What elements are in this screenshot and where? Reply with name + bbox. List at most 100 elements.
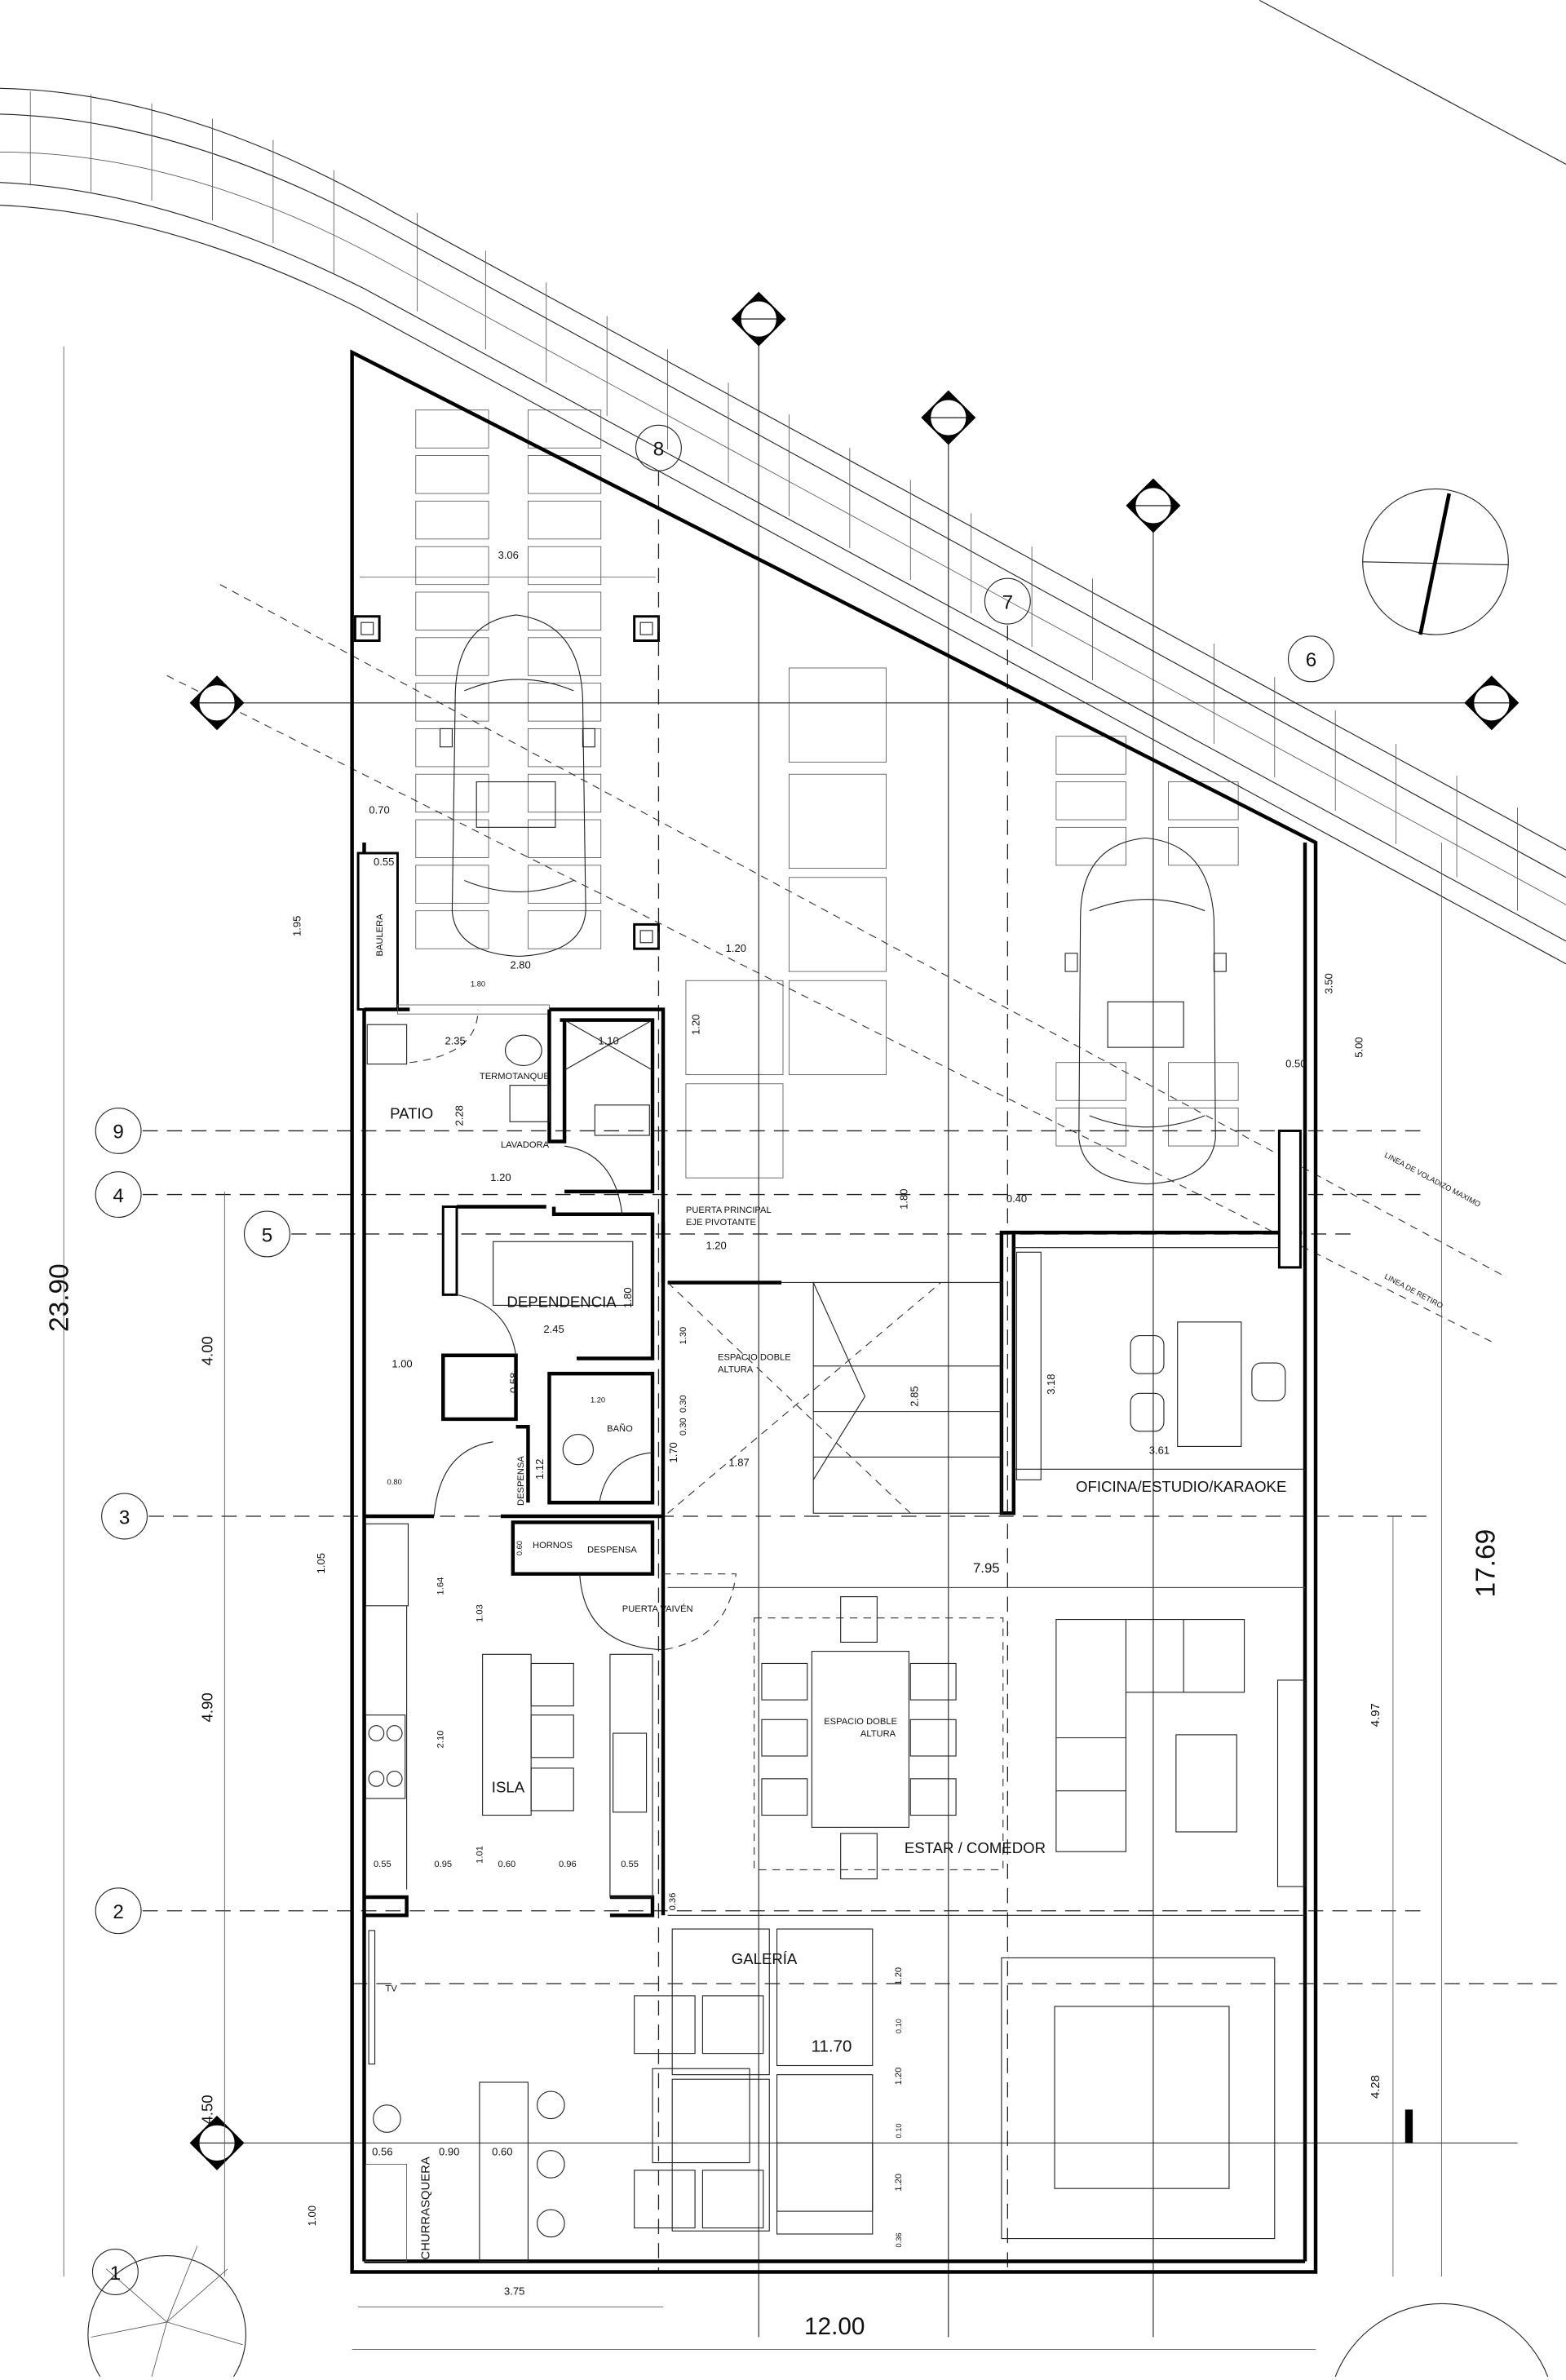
dimension-labels: 3.060.700.551.952.801.801.201.202.352.28…: [45, 549, 1502, 2340]
label-isla: ISLA: [492, 1779, 525, 1796]
dimension-label: 0.96: [559, 1860, 577, 1869]
note-doble-altura-stair-1: ESPACIO DOBLE: [718, 1352, 791, 1362]
dimension-label: 1.05: [315, 1553, 327, 1573]
dimension-label: 2.28: [453, 1105, 465, 1126]
dimension-label: 0.55: [374, 856, 394, 868]
note-doble-altura-dining-2: ALTURA: [860, 1729, 896, 1739]
dimension-label: 1.01: [476, 1846, 485, 1864]
dimension-label: 5.00: [1353, 1037, 1365, 1057]
section-marker-icon: [189, 675, 245, 731]
label-baulera: BAULERA: [375, 914, 385, 957]
dimension-label: 1.95: [290, 916, 303, 936]
label-lavadora: LAVADORA: [501, 1140, 550, 1150]
doors: [409, 1009, 737, 1651]
room-estar-comedor: ESTAR / COMEDOR: [905, 1839, 1046, 1856]
section-marker-icon: [189, 2115, 245, 2170]
dimension-label: 4.50: [198, 2095, 215, 2124]
dimension-label: 3.61: [1149, 1444, 1170, 1457]
axis-8: 8: [653, 439, 664, 461]
dimension-label: 1.30: [679, 1327, 688, 1345]
dimension-label: 0.60: [492, 2145, 512, 2157]
note-doble-altura-dining-1: ESPACIO DOBLE: [824, 1717, 897, 1727]
room-despensa: DESPENSA: [587, 1546, 637, 1555]
dimension-label: 2.80: [510, 958, 530, 971]
label-churrasquera: CHURRASQUERA: [420, 2157, 433, 2260]
car-right: [1064, 837, 1227, 1185]
dimension-label: 1.20: [894, 2068, 904, 2086]
axis-3: 3: [119, 1506, 130, 1528]
label-puerta-vaiven: PUERTA VAIVÉN: [622, 1604, 693, 1614]
lot-outline: [350, 349, 1318, 2274]
dimension-label: 1.12: [533, 1459, 546, 1480]
dimension-label: 0.70: [369, 804, 389, 816]
dimension-label: 0.36: [895, 2232, 903, 2247]
dimension-label: 1.03: [476, 1604, 485, 1622]
office-furniture: [1015, 1251, 1286, 1480]
dimension-label: 7.95: [973, 1560, 1000, 1576]
galeria-furniture: [365, 1928, 1276, 2263]
grid-axis-labels: 9 4 5 3 2 1 8 7 6: [91, 424, 1334, 2295]
label-tv: TV: [386, 1984, 398, 1993]
dimension-lines: [63, 346, 1442, 2350]
label-despensa-vertical: DESPENSA: [516, 1456, 526, 1506]
dimension-label: 0.50: [1285, 1057, 1306, 1069]
dimension-label: 0.36: [668, 1893, 678, 1911]
north-arrow-icon: [1362, 488, 1509, 635]
dimension-label: 2.35: [445, 1034, 465, 1046]
room-dependencia: DEPENDENCIA: [507, 1293, 617, 1310]
stairs: [667, 1281, 1002, 1514]
dimension-label: 0.30: [679, 1395, 688, 1413]
dimension-label: 1.10: [598, 1034, 618, 1046]
dining-living-furniture: [754, 1596, 1306, 1887]
kitchen-furniture: [365, 1523, 653, 1898]
dimension-label: 23.90: [45, 1263, 75, 1332]
axis-1: 1: [110, 2263, 121, 2285]
dimension-label: 1.20: [726, 942, 746, 954]
axis-9: 9: [113, 1121, 123, 1144]
dimension-label: 1.64: [436, 1577, 445, 1595]
dimension-label: 1.20: [706, 1240, 726, 1252]
note-doble-altura-stair-2: ALTURA: [718, 1365, 754, 1374]
axis-2: 2: [113, 1901, 123, 1923]
tree-icons: [87, 2245, 1549, 2378]
dimension-label: 0.10: [895, 2123, 903, 2138]
room-oficina: OFICINA/ESTUDIO/KARAOKE: [1076, 1478, 1286, 1495]
section-marker-icon: [1464, 675, 1520, 731]
label-hornos: HORNOS: [533, 1541, 573, 1551]
dimension-label: 1.20: [894, 1967, 904, 1985]
dimension-label: 0.95: [434, 1860, 452, 1869]
dimension-label: 3.50: [1322, 973, 1334, 993]
dimension-label: 1.00: [392, 1358, 412, 1370]
columns: [353, 615, 660, 950]
section-marker-icon: [921, 390, 976, 445]
dimension-label: 0.60: [498, 1860, 516, 1869]
note-puerta-principal-2: EJE PIVOTANTE: [686, 1218, 756, 1228]
dimension-label: 0.58: [507, 1373, 520, 1393]
dimension-label: 1.20: [490, 1171, 511, 1183]
walls: [356, 852, 1305, 1918]
dimension-label: 1.80: [622, 1287, 634, 1307]
dimension-label: 3.18: [1045, 1374, 1057, 1394]
dimension-label: 1.70: [667, 1442, 679, 1462]
service-furniture: [366, 1020, 653, 1466]
dimension-label: 11.70: [812, 2037, 852, 2056]
room-bano: BAÑO: [607, 1423, 633, 1434]
dimension-label: 0.55: [374, 1860, 392, 1869]
axis-5: 5: [262, 1224, 272, 1246]
dimension-label: 0.40: [1006, 1192, 1027, 1205]
dimension-label: 1.80: [898, 1188, 910, 1209]
dimension-label: 0.90: [439, 2145, 459, 2157]
dimension-label: 4.90: [198, 1692, 215, 1722]
dimension-label: 1.20: [894, 2174, 904, 2192]
dimension-label: 1.20: [690, 1015, 702, 1035]
dimension-label: 0.56: [372, 2145, 392, 2157]
dimension-label: 4.28: [1369, 2075, 1382, 2099]
section-marker-icon: [731, 291, 786, 347]
car-left: [439, 614, 595, 958]
axis-7: 7: [1002, 591, 1013, 613]
dimension-label: 1.80: [471, 980, 485, 989]
axis-4: 4: [113, 1185, 123, 1207]
dimension-label: 4.00: [198, 1336, 215, 1365]
note-puerta-principal-1: PUERTA PRINCIPAL: [686, 1205, 772, 1215]
